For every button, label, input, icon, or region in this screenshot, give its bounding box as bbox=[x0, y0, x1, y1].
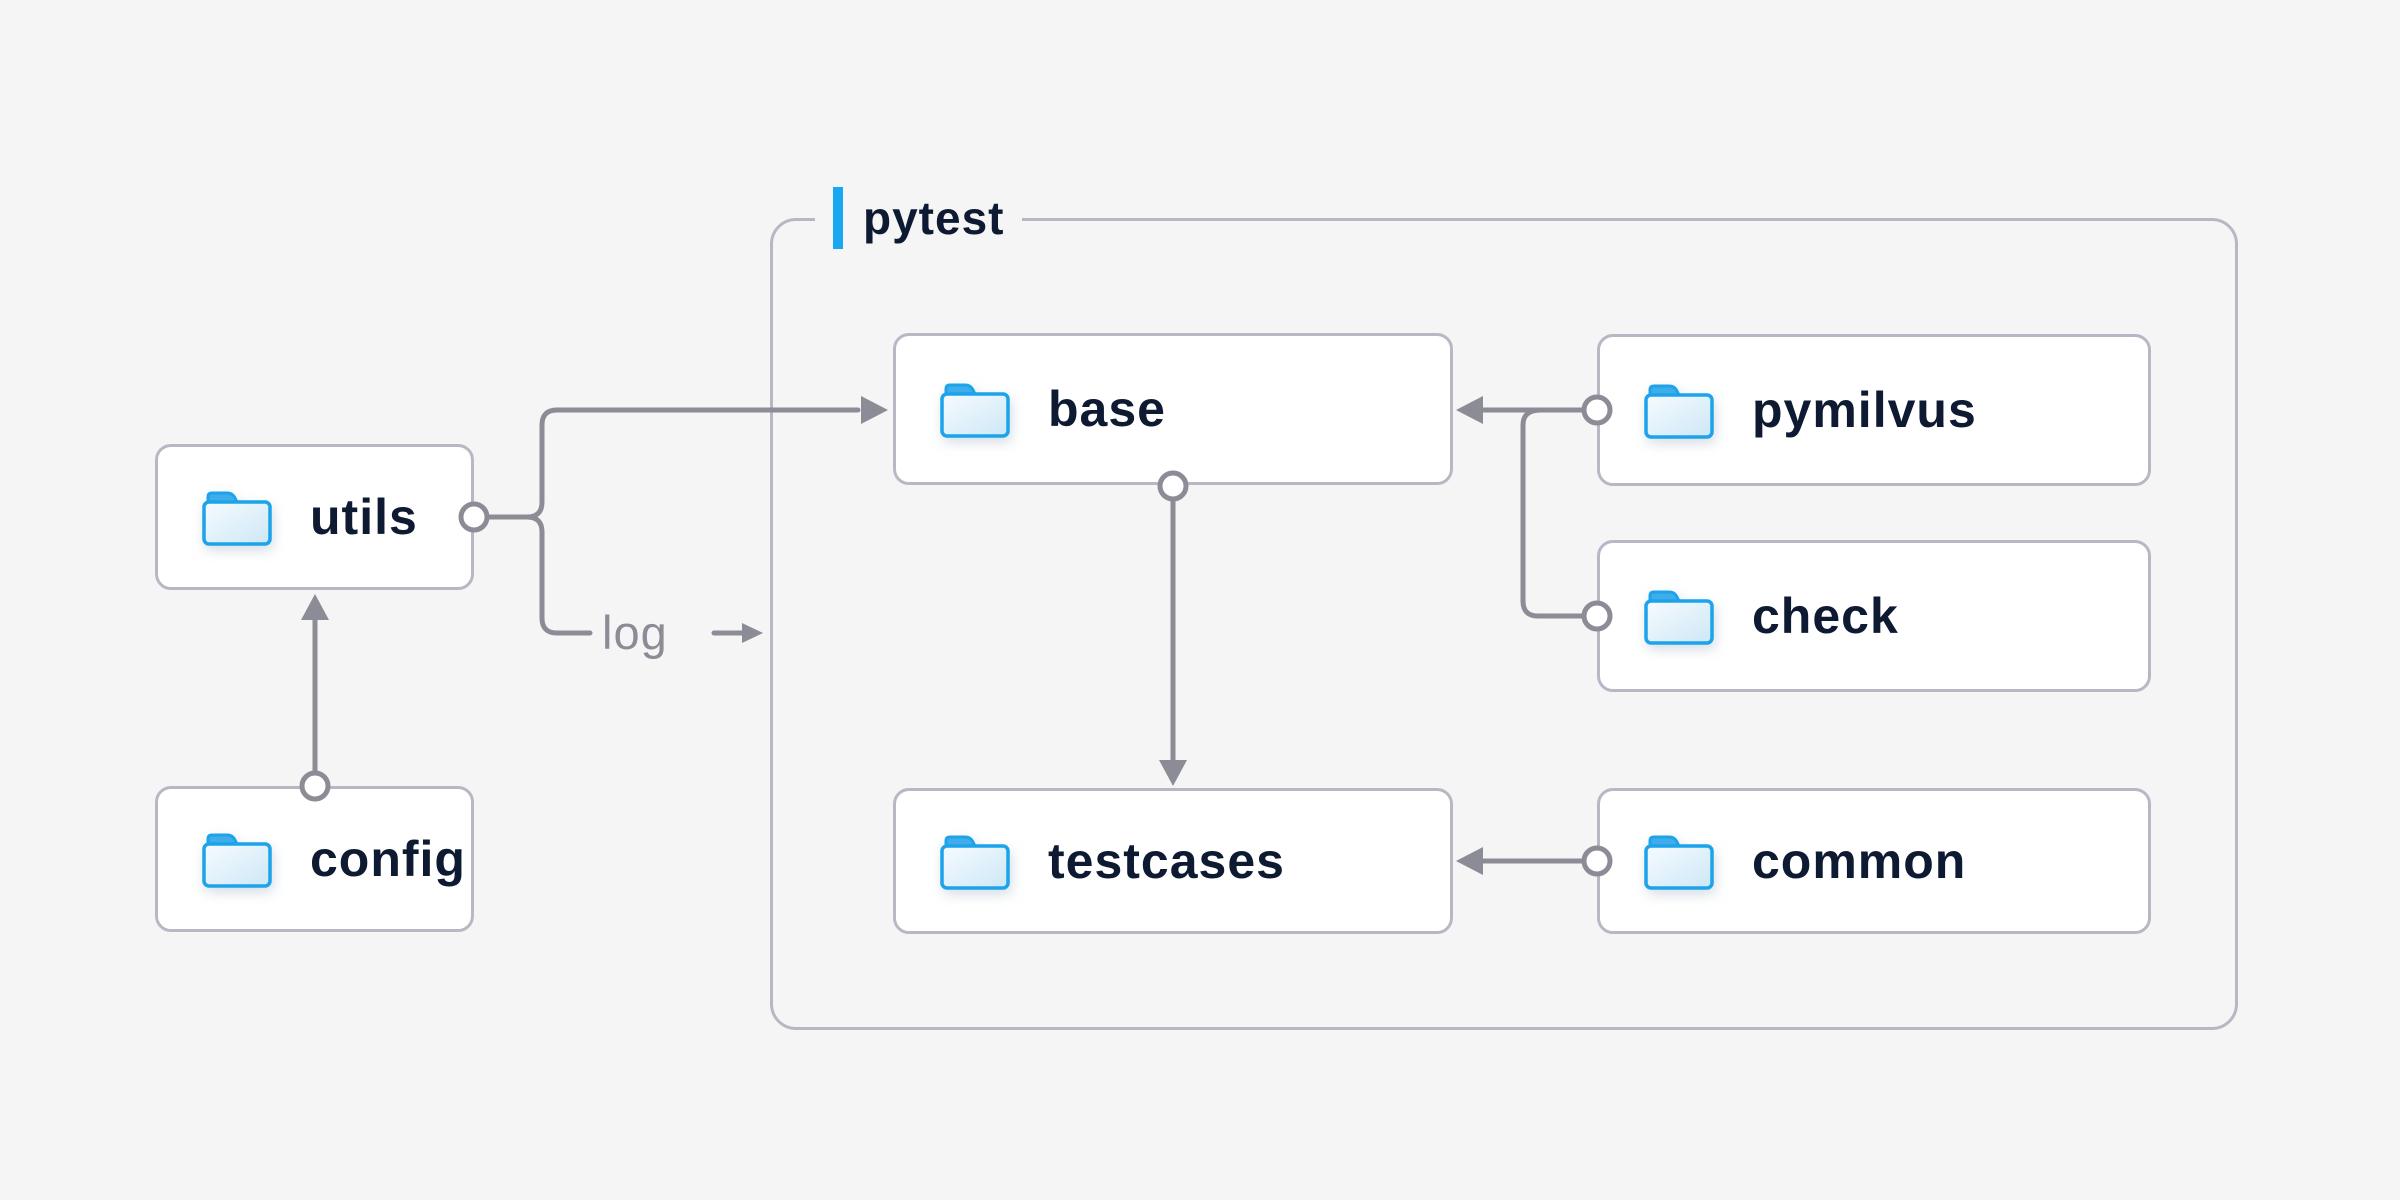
folder-icon bbox=[940, 835, 1010, 890]
node-testcases: testcases bbox=[893, 788, 1453, 934]
node-config-label: config bbox=[310, 831, 466, 887]
node-pymilvus: pymilvus bbox=[1597, 334, 2151, 486]
node-common: common bbox=[1597, 788, 2151, 934]
node-testcases-label: testcases bbox=[1048, 833, 1285, 889]
node-utils-label: utils bbox=[310, 489, 418, 545]
group-pytest: pytest bbox=[770, 185, 2238, 1030]
edge-label-log: log bbox=[602, 606, 668, 659]
folder-icon bbox=[1644, 835, 1714, 890]
node-base: base bbox=[893, 333, 1453, 485]
node-common-label: common bbox=[1752, 833, 1967, 889]
node-check: check bbox=[1597, 540, 2151, 692]
folder-icon bbox=[202, 833, 272, 888]
node-config: config bbox=[155, 786, 474, 932]
edge-config-utils bbox=[301, 594, 329, 775]
node-check-label: check bbox=[1752, 588, 1899, 644]
accent-bar bbox=[833, 187, 843, 249]
folder-icon bbox=[202, 491, 272, 546]
node-utils: utils bbox=[155, 444, 474, 590]
folder-icon bbox=[1644, 384, 1714, 439]
group-title: pytest bbox=[863, 192, 1005, 244]
folder-icon bbox=[1644, 590, 1714, 645]
group-pytest-label: pytest bbox=[815, 185, 1023, 251]
node-base-label: base bbox=[1048, 381, 1166, 437]
folder-icon bbox=[940, 383, 1010, 438]
node-pymilvus-label: pymilvus bbox=[1752, 382, 1977, 438]
